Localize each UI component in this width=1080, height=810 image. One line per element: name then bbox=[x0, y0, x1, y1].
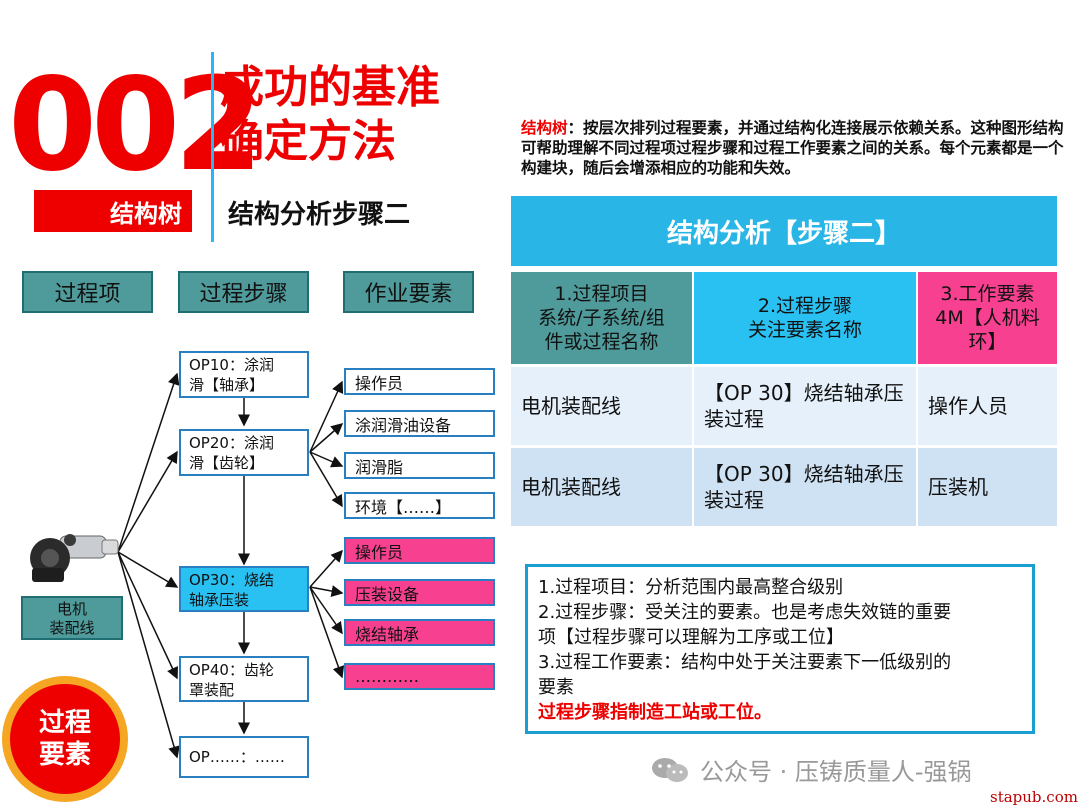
step-op40-line2: 罩装配 bbox=[189, 681, 235, 699]
table-header-process-step: 2.过程步骤关注要素名称 bbox=[694, 272, 916, 364]
section-subtitle: 结构分析步骤二 bbox=[228, 200, 411, 230]
th2-line1: 2.过程步骤 bbox=[757, 295, 853, 317]
step-op10-line2: 滑【轴承】 bbox=[189, 376, 265, 394]
note-highlight: 过程步骤指制造工站或工位。 bbox=[538, 702, 772, 723]
column-header-process-step: 过程步骤 bbox=[178, 271, 309, 313]
badge-line2: 要素 bbox=[38, 740, 91, 770]
th3-line2: 4M【人机料 bbox=[935, 307, 1040, 329]
op30-element-1: 操作员 bbox=[344, 537, 495, 564]
table-row2-process-item: 电机装配线 bbox=[511, 448, 692, 526]
link-motor-op40 bbox=[117, 551, 178, 680]
description-text: ：按层次排列过程要素，并通过结构化连接展示依赖关系。这种图形结构可帮助理解不同过… bbox=[521, 119, 1064, 177]
link-op20-el3 bbox=[309, 451, 344, 468]
op20-element-1: 操作员 bbox=[344, 368, 495, 395]
badge-line1: 过程 bbox=[38, 708, 91, 738]
th2-line2: 关注要素名称 bbox=[747, 319, 862, 341]
link-op20-el4 bbox=[309, 451, 343, 508]
step-op20-line1: OP20：涂润 bbox=[189, 434, 274, 452]
table-row1-process-step: 【OP 30】烧结轴承压装过程 bbox=[694, 367, 916, 445]
th3-line1: 3.工作要素 bbox=[940, 283, 1035, 305]
step-op30-line1: OP30：烧结 bbox=[189, 571, 274, 589]
link-motor-op30 bbox=[117, 551, 179, 588]
table-title: 结构分析【步骤二】 bbox=[511, 196, 1057, 266]
op30-element-3: 烧结轴承 bbox=[344, 619, 495, 646]
description-lead: 结构树 bbox=[521, 119, 568, 137]
note-line5: 要素 bbox=[538, 677, 574, 698]
row1-step-line2: 装过程 bbox=[704, 407, 764, 431]
link-motor-op10 bbox=[117, 372, 180, 553]
op20-element-3: 润滑脂 bbox=[344, 452, 495, 479]
table-row1-process-item: 电机装配线 bbox=[511, 367, 692, 445]
link-motor-opn bbox=[117, 551, 180, 759]
step-op20: OP20：涂润 滑【齿轮】 bbox=[179, 429, 309, 476]
header-divider bbox=[211, 52, 214, 242]
step-op40: OP40：齿轮 罩装配 bbox=[179, 656, 309, 702]
th1-line2: 系统/子系统/组 bbox=[538, 307, 665, 329]
step-op10-line1: OP10：涂润 bbox=[189, 356, 274, 374]
step-op10: OP10：涂润 滑【轴承】 bbox=[179, 351, 309, 398]
page-title-line1: 成功的基准 bbox=[220, 62, 440, 113]
row2-step-line2: 装过程 bbox=[704, 488, 764, 512]
watermark-text: 公众号 · 压铸质量人-强锅 bbox=[700, 758, 972, 786]
th1-line1: 1.过程项目 bbox=[554, 283, 649, 305]
site-watermark: stapub.com bbox=[990, 788, 1078, 806]
th3-line3: 环】 bbox=[968, 331, 1007, 353]
process-element-badge: 过程 要素 bbox=[10, 684, 120, 794]
link-motor-op20 bbox=[117, 450, 178, 553]
step-op-more: OP……：…… bbox=[179, 736, 309, 778]
column-header-process-item: 过程项 bbox=[22, 271, 153, 313]
link-op30-el1 bbox=[309, 549, 343, 588]
table-row1-work-element: 操作人员 bbox=[918, 367, 1057, 445]
page-title-line2: 确定方法 bbox=[220, 116, 396, 167]
note-line3: 项【过程步骤可以理解为工序或工位】 bbox=[538, 627, 844, 648]
th1-line3: 件或过程名称 bbox=[544, 331, 659, 353]
table-header-process-item: 1.过程项目系统/子系统/组件或过程名称 bbox=[511, 272, 692, 364]
link-op30-el3 bbox=[309, 586, 343, 635]
watermark: 公众号 · 压铸质量人-强锅 bbox=[650, 752, 972, 787]
section-badge: 结构树 bbox=[34, 190, 192, 232]
op20-element-4: 环境【……】 bbox=[344, 492, 495, 519]
process-item-label-line2: 装配线 bbox=[49, 619, 95, 637]
process-item-label-line1: 电机 bbox=[56, 600, 87, 618]
row2-step-line1: 【OP 30】烧结轴承压 bbox=[704, 462, 904, 486]
note-line1: 1.过程项目：分析范围内最高整合级别 bbox=[538, 577, 844, 598]
column-header-work-element: 作业要素 bbox=[343, 271, 474, 313]
motor-image bbox=[30, 534, 119, 582]
step-op20-line2: 滑【齿轮】 bbox=[189, 454, 265, 472]
step-op30-line2: 轴承压装 bbox=[189, 591, 250, 609]
link-op30-el4 bbox=[309, 586, 345, 679]
note-line4: 3.过程工作要素：结构中处于关注要素下一低级别的 bbox=[538, 652, 952, 673]
table-row2-process-step: 【OP 30】烧结轴承压装过程 bbox=[694, 448, 916, 526]
op20-element-2: 涂润滑油设备 bbox=[344, 410, 495, 437]
table-row2-work-element: 压装机 bbox=[918, 448, 1057, 526]
row1-step-line1: 【OP 30】烧结轴承压 bbox=[704, 381, 904, 405]
section-number: 002 bbox=[8, 51, 263, 200]
op30-element-2: 压装设备 bbox=[344, 579, 495, 606]
step-op-more-line1: OP……：…… bbox=[189, 748, 285, 766]
link-op20-el2 bbox=[309, 423, 344, 453]
link-op20-el1 bbox=[309, 380, 344, 453]
structure-tree-description: 结构树：按层次排列过程要素，并通过结构化连接展示依赖关系。这种图形结构可帮助理解… bbox=[521, 118, 1066, 178]
note-line2: 2.过程步骤：受关注的要素。也是考虑失效链的重要 bbox=[538, 602, 952, 623]
process-item-motor-line: 电机 装配线 bbox=[21, 596, 123, 640]
step-op30: OP30：烧结 轴承压装 bbox=[179, 566, 309, 612]
wechat-icon bbox=[652, 757, 688, 782]
link-op30-el2 bbox=[309, 585, 344, 597]
op30-element-4: ………… bbox=[344, 663, 495, 690]
notes-box: 1.过程项目：分析范围内最高整合级别 2.过程步骤：受关注的要素。也是考虑失效链… bbox=[525, 564, 1035, 734]
step-op40-line1: OP40：齿轮 bbox=[189, 661, 274, 679]
